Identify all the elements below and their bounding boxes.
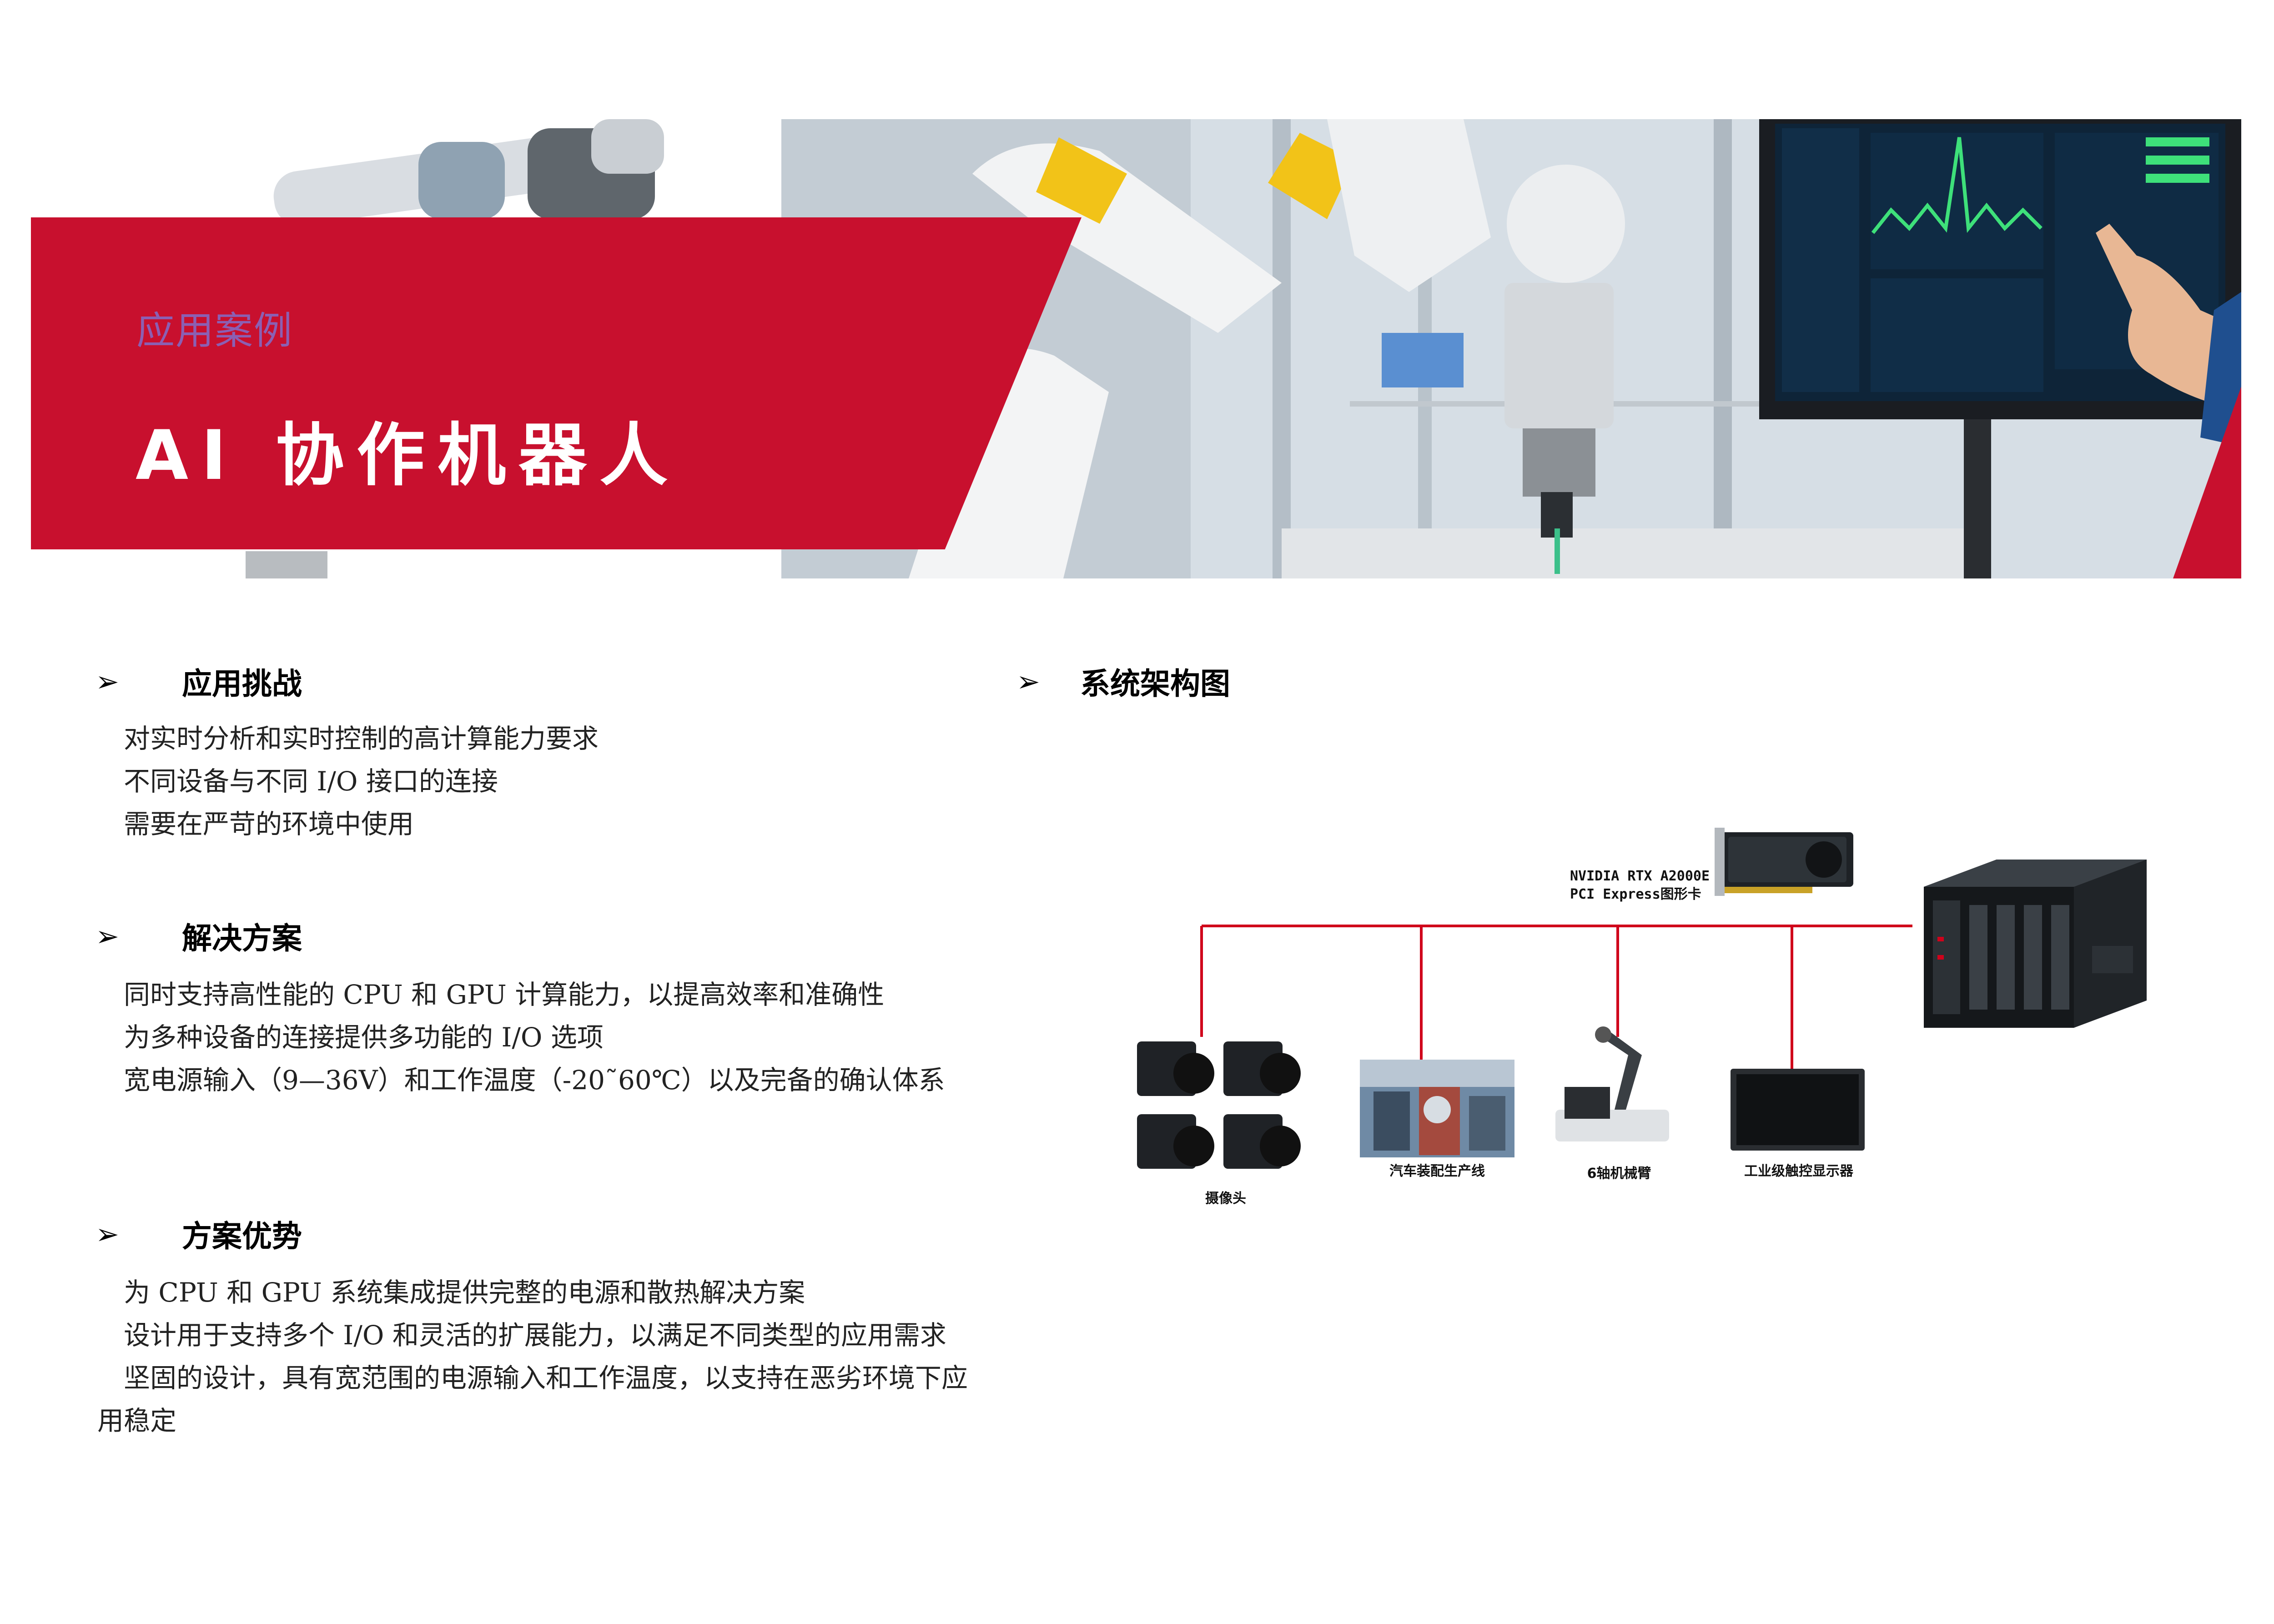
touch-display-icon xyxy=(1731,1069,1865,1151)
section-architecture-title: 系统架构图 xyxy=(1080,666,1230,701)
section-architecture-heading: ➢ 系统架构图 xyxy=(1012,659,1230,703)
arrowhead-bullet-icon: ➢ xyxy=(96,664,119,698)
gpu-label: NVIDIA RTX A2000E PCI Express图形卡 xyxy=(1570,867,1710,904)
assembly-line-image xyxy=(1360,1060,1514,1157)
solution-line: 为多种设备的连接提供多功能的 I/O 选项 xyxy=(124,1022,604,1053)
hero-banner: 应用案例 AI 协作机器人 xyxy=(0,0,2274,582)
advantage-line: 为 CPU 和 GPU 系统集成提供完整的电源和散热解决方案 xyxy=(124,1277,805,1308)
solution-line: 同时支持高性能的 CPU 和 GPU 计算能力，以提高效率和准确性 xyxy=(124,979,885,1010)
banner-subtitle: 应用案例 xyxy=(136,308,293,353)
gpu-label-line2: PCI Express图形卡 xyxy=(1570,886,1701,902)
banner-red-band xyxy=(31,217,1082,549)
section-solution-body: 同时支持高性能的 CPU 和 GPU 计算能力，以提高效率和准确性 为多种设备的… xyxy=(124,973,1011,1101)
section-challenge-body: 对实时分析和实时控制的高计算能力要求 不同设备与不同 I/O 接口的连接 需要在… xyxy=(124,717,1011,845)
advantage-line: 用稳定 xyxy=(97,1405,177,1436)
section-advantage-body: 为 CPU 和 GPU 系统集成提供完整的电源和散热解决方案 设计用于支持多个 … xyxy=(97,1271,1011,1442)
challenge-line: 需要在严苛的环境中使用 xyxy=(124,809,414,840)
touch-display-label: 工业级触控显示器 xyxy=(1744,1163,1853,1179)
advantage-line: 设计用于支持多个 I/O 和灵活的扩展能力，以满足不同类型的应用需求 xyxy=(124,1320,946,1351)
system-architecture-diagram: NVIDIA RTX A2000E PCI Express图形卡 摄像头 汽车装… xyxy=(1092,819,2206,1228)
section-challenge-heading: ➢ 应用挑战 xyxy=(91,659,302,703)
challenge-line: 不同设备与不同 I/O 接口的连接 xyxy=(124,766,498,797)
challenge-line: 对实时分析和实时控制的高计算能力要求 xyxy=(124,723,599,754)
robot-arm-label: 6轴机械臂 xyxy=(1587,1166,1651,1182)
camera-icon xyxy=(1137,1041,1301,1169)
industrial-pc-icon xyxy=(1924,860,2147,1028)
advantage-line: 坚固的设计，具有宽范围的电源输入和工作温度，以支持在恶劣环境下应 xyxy=(124,1363,968,1393)
gpu-card-icon xyxy=(1715,828,1853,896)
arrowhead-bullet-icon: ➢ xyxy=(1016,664,1040,698)
camera-label: 摄像头 xyxy=(1205,1191,1246,1207)
robot-arm-icon xyxy=(1555,1026,1669,1141)
gpu-label-line1: NVIDIA RTX A2000E xyxy=(1570,868,1710,884)
banner-title: AI 协作机器人 xyxy=(136,416,681,495)
section-solution-heading: ➢ 解决方案 xyxy=(91,914,302,958)
solution-line: 宽电源输入（9—36V）和工作温度（-20˜60℃）以及完备的确认体系 xyxy=(124,1065,945,1096)
connection-lines xyxy=(1200,925,1912,1069)
section-advantage-heading: ➢ 方案优势 xyxy=(91,1212,302,1256)
arrowhead-bullet-icon: ➢ xyxy=(96,1217,119,1251)
section-advantage-title: 方案优势 xyxy=(182,1219,302,1254)
arrowhead-bullet-icon: ➢ xyxy=(96,919,119,953)
section-solution-title: 解决方案 xyxy=(182,921,302,956)
assembly-line-label: 汽车装配生产线 xyxy=(1389,1163,1485,1179)
section-challenge-title: 应用挑战 xyxy=(182,666,302,701)
